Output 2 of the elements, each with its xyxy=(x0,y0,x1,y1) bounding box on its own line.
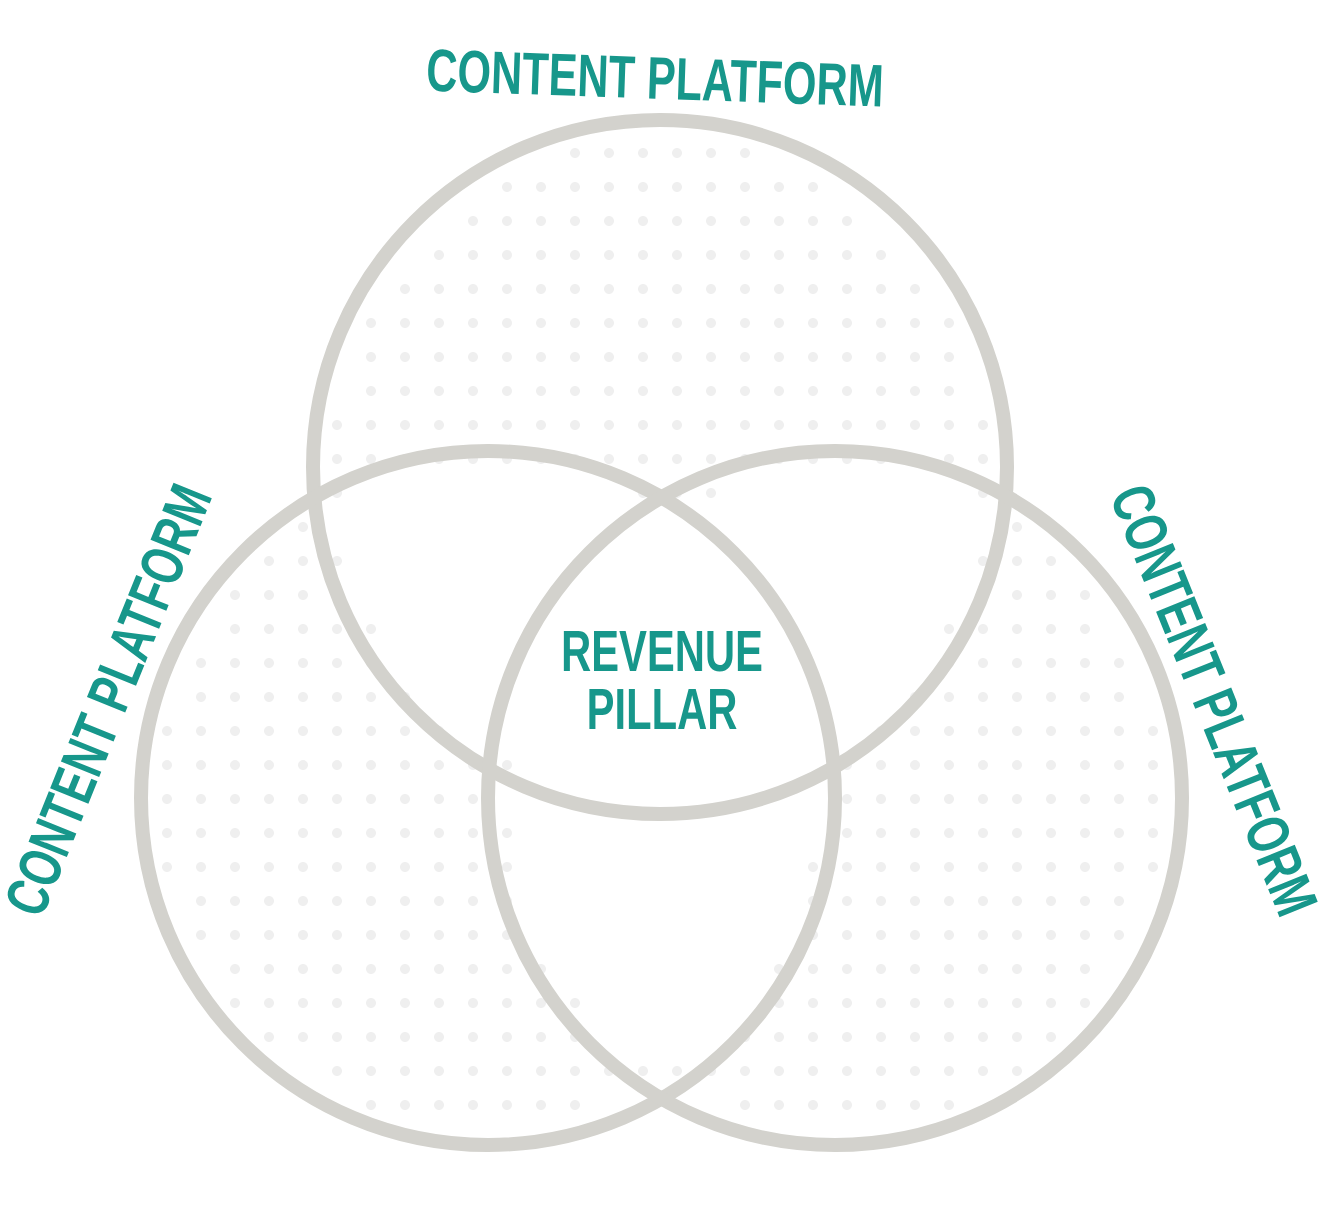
center-label: REVENUE PILLAR xyxy=(563,631,762,729)
circle-title: CONTENT PLATFORM xyxy=(428,49,882,107)
